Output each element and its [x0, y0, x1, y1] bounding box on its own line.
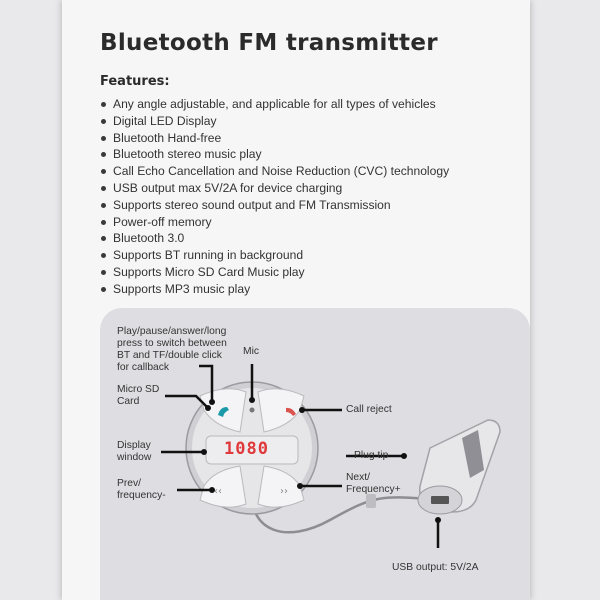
- label-usb-output: USB output: 5V/2A: [392, 562, 479, 573]
- feature-item: Any angle adjustable, and applicable for…: [98, 96, 449, 113]
- page-title: Bluetooth FM transmitter: [100, 30, 438, 56]
- prev-button[interactable]: [199, 465, 247, 508]
- mic-hole: [249, 407, 255, 413]
- car-plug: [417, 419, 501, 515]
- label-next: Next/ Frequency+: [346, 472, 401, 495]
- label-micro-sd: Micro SD Card: [117, 384, 160, 407]
- feature-item: Power-off memory: [98, 214, 449, 231]
- feature-item: USB output max 5V/2A for device charging: [98, 180, 449, 197]
- cable-ferrite: [366, 494, 376, 508]
- label-mic: Mic: [243, 346, 260, 357]
- feature-item: Supports BT running in background: [98, 247, 449, 264]
- prev-icon: ‹‹: [214, 486, 222, 497]
- label-plug-tip: Plug tip: [354, 450, 389, 461]
- label-call-reject: Call reject: [346, 404, 392, 415]
- feature-item: Supports Micro SD Card Music play: [98, 264, 449, 281]
- phone-reject-icon: [286, 407, 296, 416]
- label-prev: Prev/ frequency-: [117, 478, 166, 501]
- next-button[interactable]: [257, 465, 305, 508]
- feature-item: Bluetooth stereo music play: [98, 146, 449, 163]
- callout-dots: [201, 397, 441, 523]
- features-list: Any angle adjustable, and applicable for…: [98, 96, 449, 298]
- feature-item: Call Echo Cancellation and Noise Reducti…: [98, 163, 449, 180]
- next-icon: ››: [280, 486, 288, 497]
- cable: [250, 491, 441, 534]
- label-play-pause: Play/pause/answer/long press to switch b…: [117, 326, 227, 373]
- feature-item: Supports stereo sound output and FM Tran…: [98, 197, 449, 214]
- feature-item: Digital LED Display: [98, 113, 449, 130]
- feature-item: Bluetooth Hand-free: [98, 130, 449, 147]
- callout-lines: [161, 364, 440, 548]
- feature-item: Supports MP3 music play: [98, 281, 449, 298]
- phone-answer-icon: [218, 407, 229, 417]
- feature-item: Bluetooth 3.0: [98, 230, 449, 247]
- label-display-window: Display window: [117, 440, 152, 463]
- features-heading: Features:: [100, 74, 170, 89]
- reject-button[interactable]: [257, 388, 305, 433]
- display-digits: 1080: [224, 439, 269, 459]
